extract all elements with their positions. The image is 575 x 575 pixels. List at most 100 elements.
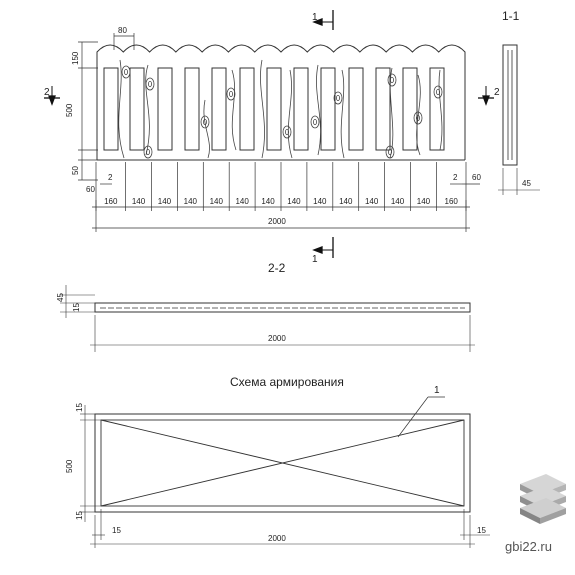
cut-marker-left-label: 2 [44,87,50,98]
vine-knot-core [147,81,152,88]
vine-stem [260,59,265,159]
vine-knot-core [389,77,394,84]
spacing-label: 140 [339,197,353,206]
cut-marker-top [312,10,334,30]
dim-cover-bottom: 15 [75,511,84,520]
dim-60-left: 60 [86,185,95,194]
vine-stem [118,59,125,159]
slot [211,67,227,151]
cut-marker-right [478,86,494,106]
dim-150: 150 [71,51,80,65]
section-1-view [498,44,540,195]
cut-marker-left [44,86,60,106]
spacing-label: 140 [132,197,146,206]
callout-number: 1 [434,385,440,396]
panel-outline [96,44,466,160]
dim-reinforcement-height: 500 [65,459,74,473]
dim-2-left: 2 [108,173,113,182]
dim-60-right: 60 [472,173,481,182]
vine-stem [145,64,150,156]
slot [103,67,119,151]
cut-marker-bottom-label: 1 [312,254,318,265]
spacing-label: 140 [287,197,301,206]
reinforcement-title: Схема армирования [230,375,344,389]
vine-knot [121,65,131,79]
dim-2-right: 2 [453,173,458,182]
vine-knot [387,73,397,87]
dim-side-thickness: 45 [522,179,531,188]
vine-knot-core [284,128,289,135]
spacing-label: 140 [184,197,198,206]
dim-total-section: 2000 [268,334,286,343]
slot [375,67,391,151]
slot [239,67,255,151]
spacing-label: 140 [391,197,405,206]
slot [129,67,145,151]
dim-cover-left: 15 [112,526,121,535]
vine-stem [287,69,293,159]
slot [266,67,282,151]
fence-front-view [96,44,466,161]
vine-knot-core [335,95,340,102]
vine-stem [389,67,394,159]
vine-stem [438,69,443,151]
dim-total-front: 2000 [268,217,286,226]
vine-knot [385,145,395,159]
vine-knot-core [145,148,150,155]
slots-group [103,67,445,151]
vine-knot [333,91,343,105]
vine-stem [416,74,421,156]
slot [293,67,309,151]
slot [157,67,173,151]
vine-knot-core [124,69,129,76]
gbi-logo: gbi22.ru [505,474,566,554]
watermark-text: gbi22.ru [505,539,552,554]
vine-knot [143,145,153,159]
vine-stem [231,69,237,151]
vine-knot [282,125,292,139]
cut-marker-bottom [312,237,334,258]
slot [320,67,336,151]
slot [184,67,200,151]
vine-knot-core [415,115,420,122]
dim-section-inner: 15 [72,303,81,312]
spacing-label: 140 [210,197,224,206]
vine-stem [316,64,321,156]
vine-knot [145,77,155,91]
dim-section-thickness: 45 [56,293,65,302]
spacing-label: 140 [417,197,431,206]
cut-marker-right-label: 2 [494,87,500,98]
dim-total-reinforcement: 2000 [268,534,286,543]
spacing-label: 160 [445,197,459,206]
section-2-view [60,285,475,352]
section-1-title: 1-1 [502,9,520,23]
slot [402,67,418,151]
vine-knot-core [312,119,317,126]
section-2-title: 2-2 [268,261,286,275]
vine-stem [340,69,345,159]
vine-knot-core [387,148,392,155]
dim-500: 500 [65,103,74,117]
slot [348,67,364,151]
vine-stem [203,99,210,159]
dim-cover-top: 15 [75,403,84,412]
vine-knot [310,115,320,129]
spacing-label: 140 [261,197,275,206]
reinforcement-view [80,396,490,548]
vine-knot [226,87,236,101]
dim-slat-width: 80 [118,26,127,35]
vine-knot-core [228,91,233,98]
dim-cover-right: 15 [477,526,486,535]
vine-knot [433,85,443,99]
vine-knot-core [202,119,207,126]
slot [429,67,445,151]
spacing-label: 140 [158,197,172,206]
dim-50: 50 [71,166,80,175]
stacked-slabs-icon [520,474,566,524]
vine-decoration [118,59,443,159]
spacing-label: 140 [235,197,249,206]
spacing-label: 160 [104,197,118,206]
front-dimensions [78,33,480,232]
